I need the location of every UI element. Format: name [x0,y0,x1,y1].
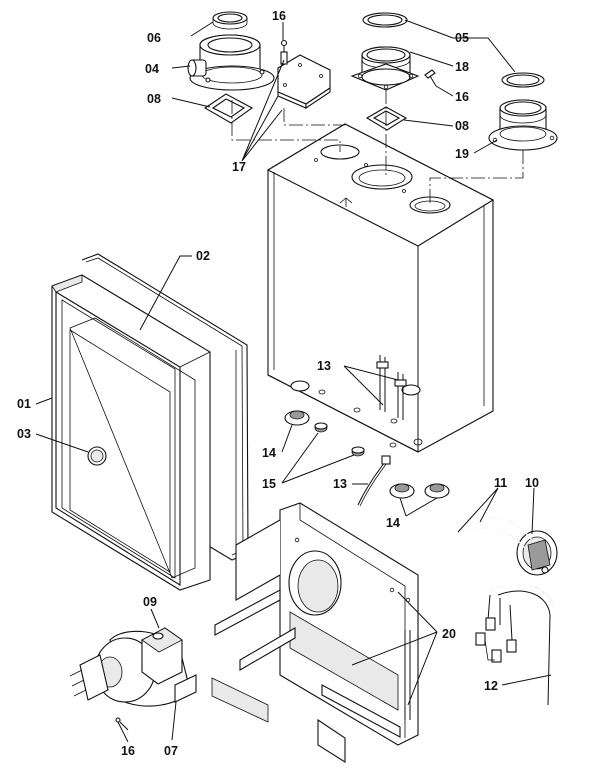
pressure-switch-09 [141,627,183,685]
flue-adaptor-19 [488,99,558,151]
label-19: 19 [455,147,469,161]
label-08-right: 08 [455,119,469,133]
front-door-01 [51,274,211,591]
label-16-right: 16 [455,90,469,104]
label-03: 03 [17,427,31,441]
leader-lines [35,19,552,743]
label-06: 06 [147,31,161,45]
flue-adaptor-18 [350,46,420,91]
label-11: 11 [494,476,507,490]
wiring-harness-12 [475,583,556,706]
plug-15-a [314,422,328,433]
label-14-left: 14 [262,446,276,460]
part-labels: 06 04 08 16 17 05 18 16 08 19 02 01 03 1… [17,9,539,758]
label-20: 20 [442,627,456,641]
flue-adaptor-04 [187,34,275,91]
cover-plate-17 [277,39,331,110]
label-17: 17 [232,160,246,174]
grommet-14-right [424,483,450,499]
label-16-bottom: 16 [121,744,135,758]
label-14-bottom: 14 [386,516,400,530]
grommet-14-mid [389,483,415,499]
label-09: 09 [143,595,157,609]
grommet-14-left [284,410,310,426]
label-01: 01 [17,397,31,411]
seal-ring-05-side [501,72,545,88]
combustion-chamber-chassis [211,502,419,763]
label-07: 07 [164,744,178,758]
sensor-cable-13 [357,455,391,507]
seal-ring-05-top [362,12,408,28]
label-08-left: 08 [147,92,161,106]
label-10: 10 [525,476,539,490]
label-13-top: 13 [317,359,331,373]
label-16-top: 16 [272,9,286,23]
gasket-08-left [203,93,254,124]
seal-ring-06 [212,11,248,30]
label-05: 05 [455,31,469,45]
label-15: 15 [262,477,276,491]
label-04: 04 [145,62,159,76]
label-02: 02 [196,249,210,263]
gasket-08-right [365,106,408,131]
boiler-casing [266,123,495,453]
assembly-lines [231,90,524,205]
label-12: 12 [484,679,498,693]
label-18: 18 [455,60,469,74]
hoses-11 [444,517,533,549]
label-13-bottom: 13 [333,477,347,491]
sensor-10 [516,530,558,576]
screw-16-top-right [424,69,437,87]
plug-15-b [351,446,365,457]
